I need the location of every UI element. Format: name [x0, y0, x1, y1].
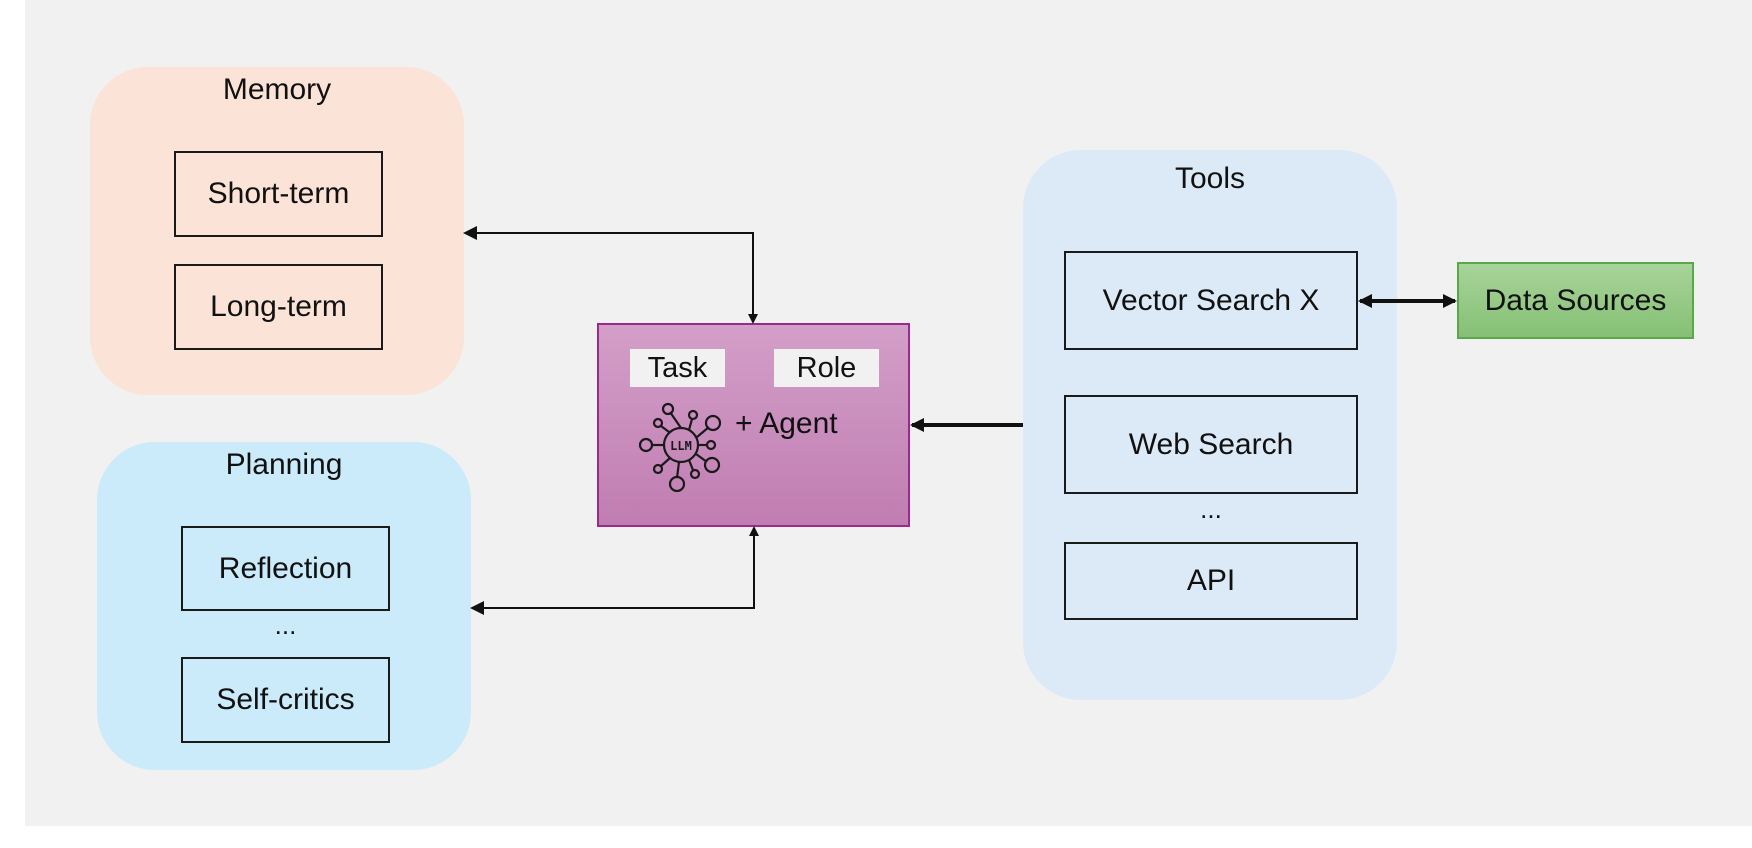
web-search-box: Web Search [1064, 395, 1358, 494]
memory-title: Memory [222, 73, 332, 106]
planning-ellipsis: ... [274, 610, 297, 640]
tools-ellipsis: ... [1200, 494, 1222, 524]
agent-label: + Agent [735, 407, 838, 440]
tools-group: Tools Vector Search X Web Search ... API [1023, 150, 1397, 700]
planning-group: Planning Reflection ... Self-critics [97, 442, 471, 770]
task-tag: Task [630, 349, 725, 387]
agent-box: Task Role LLM + Agent [597, 323, 910, 527]
short-term-box: Short-term [174, 151, 383, 237]
llm-icon-text: LLM [670, 439, 692, 453]
reflection-box: Reflection [181, 526, 390, 611]
llm-network-icon: LLM [638, 402, 722, 492]
self-critics-box: Self-critics [181, 657, 390, 743]
long-term-box: Long-term [174, 264, 383, 350]
role-tag: Role [774, 349, 879, 387]
vector-search-box: Vector Search X [1064, 251, 1358, 350]
memory-group: Memory Short-term Long-term [90, 67, 464, 395]
data-sources-box: Data Sources [1457, 262, 1694, 339]
planning-agent-arrow [470, 526, 759, 615]
planning-title: Planning [225, 448, 343, 481]
tools-title: Tools [1174, 162, 1246, 195]
api-box: API [1064, 542, 1358, 620]
memory-agent-arrow [463, 226, 758, 324]
